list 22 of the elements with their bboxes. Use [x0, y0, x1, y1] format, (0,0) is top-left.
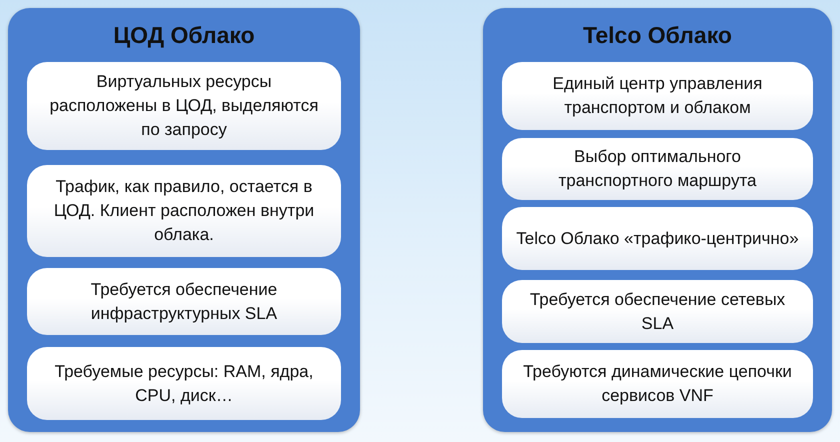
card-text: Виртуальных ресурсы расположены в ЦОД, выделяются по запросу	[48, 71, 320, 141]
text-card	[502, 207, 813, 270]
card-text: Требуются динамические цепочки сервисов VNF	[522, 361, 793, 407]
panel-title: Telco Облако	[582, 22, 733, 49]
text-card	[502, 62, 813, 130]
panel	[8, 8, 360, 432]
text-card	[502, 350, 813, 418]
card-text: Выбор оптимального транспортного маршрута	[557, 146, 758, 192]
text-card	[27, 268, 341, 335]
text-card	[27, 165, 341, 257]
card-text: Требуется обеспечение сетевых SLA	[528, 288, 786, 334]
text-card	[27, 62, 341, 150]
card-text: Требуется обеспечение инфраструктурных SLA	[90, 278, 278, 324]
card-text: Telco Облако «трафико-центрично»	[516, 228, 799, 250]
panel	[483, 8, 832, 432]
card-text: Единый центр управления транспортом и облаком	[552, 73, 764, 119]
card-text: Требуемые ресурсы: RAM, ядра, CPU, диск…	[54, 360, 314, 406]
card-text: Трафик, как правило, остается в ЦОД. Клиент расположен внутри облака.	[52, 176, 316, 246]
text-card	[502, 138, 813, 200]
text-card	[502, 280, 813, 343]
panel-title: ЦОД Облако	[112, 22, 256, 49]
text-card	[27, 347, 341, 420]
